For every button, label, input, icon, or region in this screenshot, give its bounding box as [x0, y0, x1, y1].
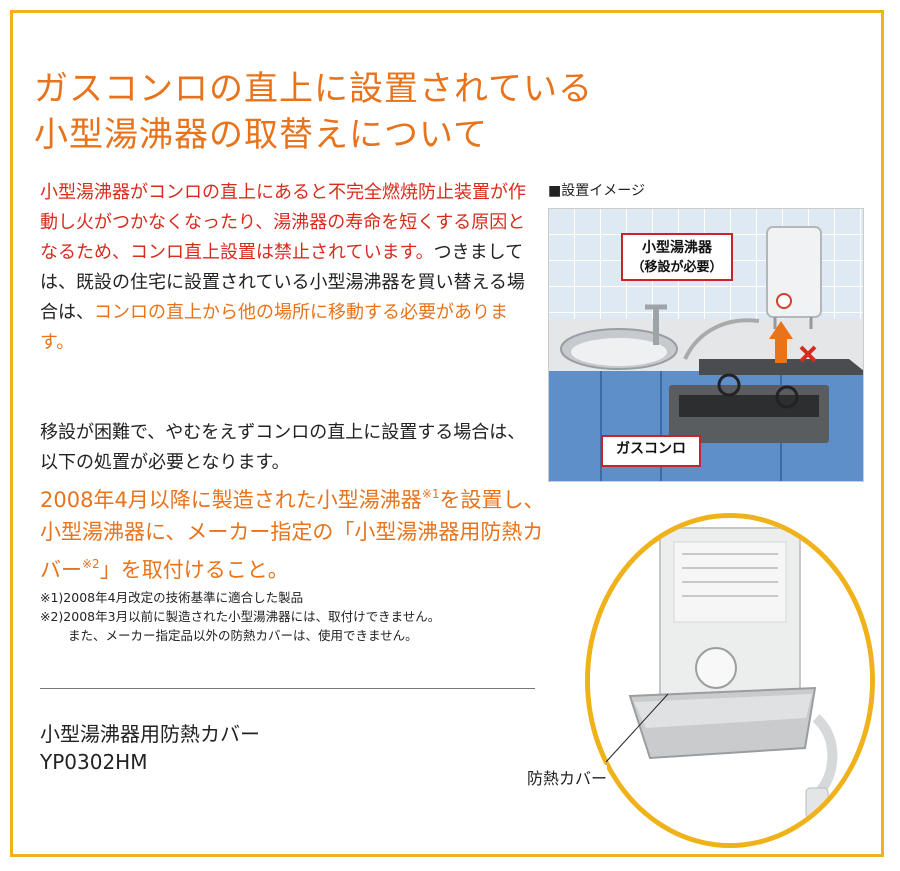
footnote-mark-2: ※2 — [82, 557, 100, 571]
title-line-2: 小型湯沸器の取替えについて — [34, 115, 488, 155]
product-model: YP0302HM — [40, 750, 148, 774]
footnote-1: ※1)2008年4月改定の技術基準に適合した製品 — [40, 590, 304, 605]
requirement-part-2: を設置し、小型湯沸器に、メーカー指定の「小型湯沸器用防熱カバー — [40, 488, 545, 582]
product-info: 小型湯沸器用防熱カバー YP0302HM — [40, 720, 260, 776]
intro-body-text: つきましては、既設の住宅に設置されている小型湯沸器を買い替える場合は、 — [40, 242, 525, 323]
intro-paragraph: 小型湯沸器がコンロの直上にあると不完全燃焼防止装置が作動し火がつかなくなったり、… — [40, 178, 540, 358]
footnote-mark-1: ※1 — [421, 487, 440, 501]
cover-pointer-line — [605, 693, 669, 763]
warning-text: 小型湯沸器がコンロの直上にあると不完全燃焼防止装置が作動し火がつかなくなったり、… — [40, 182, 526, 263]
product-name: 小型湯沸器用防熱カバー — [40, 722, 260, 746]
temperature-dial — [695, 647, 737, 689]
heater-callout: 小型湯沸器 （移設が必要） — [621, 233, 733, 281]
hose — [683, 318, 760, 360]
prohibited-mark — [799, 345, 817, 363]
footnote-2: ※2)2008年3月以前に製造された小型湯沸器には、取付けできません。 — [40, 609, 441, 624]
footnote-2-continued: また、メーカー指定品以外の防熱カバーは、使用できません。 — [68, 628, 418, 643]
heater-photo — [590, 518, 870, 843]
divider — [40, 688, 535, 689]
page-title: ガスコンロの直上に設置されている 小型湯沸器の取替えについて — [34, 66, 593, 158]
requirement-part-3: 」を取付けること。 — [99, 558, 289, 582]
exception-paragraph: 移設が困難で、やむをえずコンロの直上に設置する場合は、以下の処置が必要となります… — [40, 422, 526, 473]
faucet — [653, 305, 659, 345]
title-line-1: ガスコンロの直上に設置されている — [34, 69, 593, 109]
footnotes: ※1)2008年4月改定の技術基準に適合した製品 ※2)2008年3月以前に製造… — [40, 588, 560, 645]
cover-label: 防熱カバー — [527, 765, 608, 789]
requirement-part-1: 2008年4月以降に製造された小型湯沸器 — [40, 488, 422, 512]
product-photo — [585, 513, 875, 848]
requirement-paragraph: 2008年4月以降に製造された小型湯沸器※1を設置し、小型湯沸器に、メーカー指定… — [40, 478, 560, 586]
heater-callout-line-1: 小型湯沸器 — [642, 240, 712, 256]
installation-illustration: 小型湯沸器 （移設が必要） ガスコンロ — [548, 208, 864, 482]
relocation-required-text: コンロの直上から他の場所に移動する必要があります。 — [40, 302, 508, 353]
heater-callout-line-2: （移設が必要） — [631, 260, 723, 275]
stove-callout: ガスコンロ — [601, 435, 701, 467]
page-frame — [10, 10, 884, 857]
illustration-label: ■設置イメージ — [548, 183, 645, 199]
water-heater — [766, 226, 822, 318]
move-arrow — [775, 337, 787, 363]
